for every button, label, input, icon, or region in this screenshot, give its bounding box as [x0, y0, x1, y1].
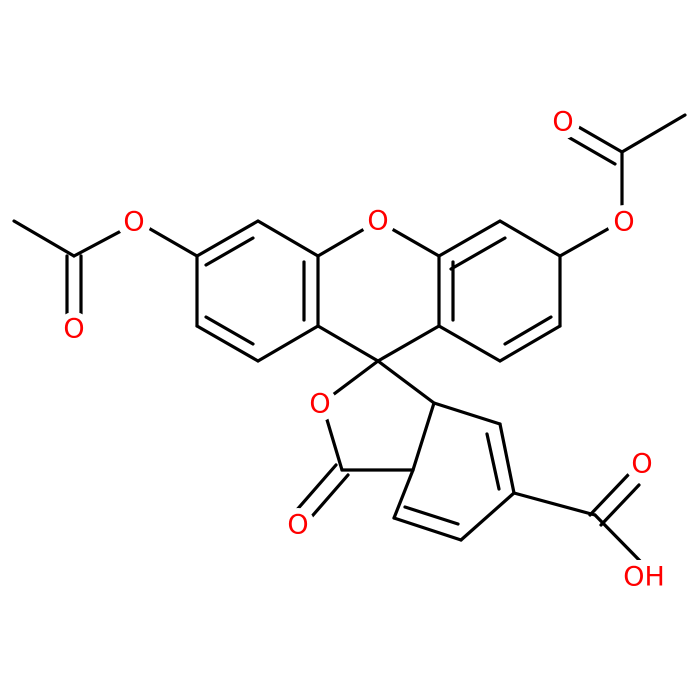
atom-label-acid-carbonyl-o: O — [631, 449, 652, 480]
bond — [376, 359, 436, 405]
bond — [437, 219, 502, 258]
bond — [588, 473, 630, 517]
atom-layer: O O O O O O O O — [57, 105, 668, 594]
atom-label-xanthene-o: O — [367, 206, 388, 237]
bond — [498, 219, 562, 258]
right-ester-oxygen: O — [607, 205, 641, 239]
bond — [256, 219, 320, 258]
bond — [305, 473, 350, 524]
atom-label-lactone-o: O — [309, 389, 330, 420]
bond — [376, 324, 441, 363]
acid-carbonyl-oxygen: O — [625, 447, 659, 481]
atom-label-right-ester-o: O — [613, 207, 634, 238]
bond — [392, 468, 415, 520]
right-carbonyl-oxygen: O — [546, 105, 580, 139]
bond — [293, 463, 338, 514]
left-carbonyl-oxygen: O — [57, 312, 91, 346]
bond — [498, 324, 562, 363]
bond-layer — [12, 113, 687, 567]
left-ester-oxygen: O — [117, 205, 151, 239]
bond — [316, 324, 380, 363]
bond — [459, 491, 516, 542]
bond — [403, 505, 460, 526]
bond — [620, 113, 687, 154]
acid-hydroxyl: OH — [620, 560, 668, 594]
bond — [195, 324, 260, 363]
bond — [449, 236, 507, 271]
bond — [195, 219, 260, 258]
bond — [485, 432, 501, 491]
lactone-carbonyl-oxygen: O — [281, 508, 315, 542]
bond — [256, 324, 320, 363]
xanthene-oxygen: O — [361, 204, 395, 238]
atom-label-acid-oh: OH — [623, 562, 665, 593]
bond — [512, 491, 597, 517]
bond — [599, 483, 641, 527]
lactone-ring-oxygen: O — [303, 387, 337, 421]
bond — [204, 236, 255, 267]
bond — [392, 516, 463, 542]
bond — [437, 324, 502, 363]
bond — [498, 422, 516, 495]
bond — [411, 401, 436, 472]
atom-label-left-carbonyl-o: O — [63, 314, 84, 345]
bond — [503, 315, 553, 346]
atom-label-left-ester-o: O — [123, 207, 144, 238]
bond — [432, 401, 502, 426]
atom-label-right-carbonyl-o: O — [552, 107, 573, 138]
bond — [12, 219, 76, 258]
atom-label-lactone-carbonyl-o: O — [287, 510, 308, 541]
bond — [204, 315, 255, 346]
